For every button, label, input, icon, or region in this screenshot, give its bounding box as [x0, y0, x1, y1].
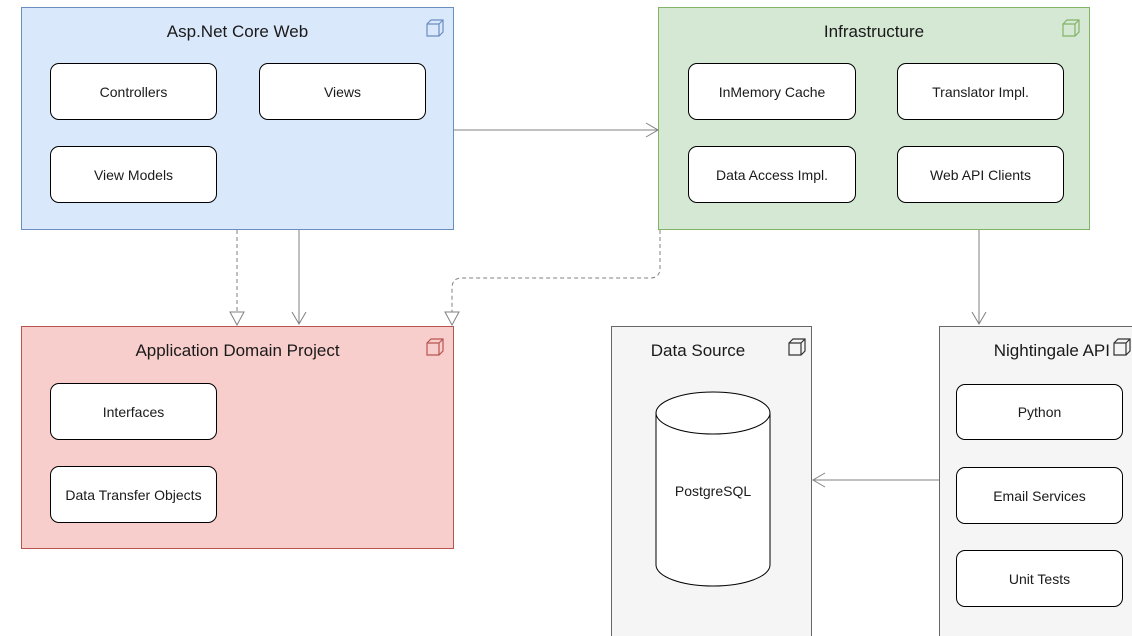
arrowhead-open — [971, 311, 987, 325]
node-web-api-clients[interactable]: Web API Clients — [897, 146, 1064, 203]
arrow-infrastructure-implements-app-domain — [451, 230, 661, 312]
cube-icon — [426, 19, 444, 37]
group-title: Asp.Net Core Web — [166, 22, 309, 41]
group-infrastructure: Infrastructure InMemory Cache Translator… — [658, 7, 1090, 230]
node-unit-tests[interactable]: Unit Tests — [956, 550, 1123, 607]
group-title: Data Source — [650, 341, 746, 360]
arrowhead-open — [645, 122, 659, 138]
group-application-domain-project: Application Domain Project Interfaces Da… — [21, 326, 454, 549]
group-title: Nightingale API — [993, 341, 1110, 360]
cube-icon — [426, 338, 444, 356]
database-label: PostgreSQL — [674, 483, 752, 499]
node-view-models[interactable]: View Models — [50, 146, 217, 203]
node-views[interactable]: Views — [259, 63, 426, 120]
arrowhead-hollow-triangle — [444, 311, 460, 327]
group-title: Application Domain Project — [135, 341, 340, 360]
cube-icon — [1062, 19, 1080, 37]
node-translator-impl[interactable]: Translator Impl. — [897, 63, 1064, 120]
node-controllers[interactable]: Controllers — [50, 63, 217, 120]
node-email-services[interactable]: Email Services — [956, 467, 1123, 524]
node-data-transfer-objects[interactable]: Data Transfer Objects — [50, 466, 217, 523]
group-data-source: Data Source PostgreSQL — [611, 326, 812, 636]
node-data-access-impl[interactable]: Data Access Impl. — [688, 146, 856, 203]
arrowhead-open — [291, 311, 307, 325]
cube-icon — [1113, 338, 1131, 356]
database-cylinder-icon — [655, 391, 771, 587]
node-interfaces[interactable]: Interfaces — [50, 383, 217, 440]
postgresql-database[interactable]: PostgreSQL — [655, 391, 771, 587]
node-python[interactable]: Python — [956, 384, 1123, 440]
arrowhead-hollow-triangle — [229, 311, 245, 327]
arrowhead-open — [812, 472, 826, 488]
cube-icon — [788, 338, 806, 356]
group-nightingale-api: Nightingale API Python Email Services Un… — [939, 326, 1132, 636]
node-inmemory-cache[interactable]: InMemory Cache — [688, 63, 856, 120]
group-title: Infrastructure — [823, 22, 925, 41]
group-aspnet-core-web: Asp.Net Core Web Controllers Views View … — [21, 7, 454, 230]
